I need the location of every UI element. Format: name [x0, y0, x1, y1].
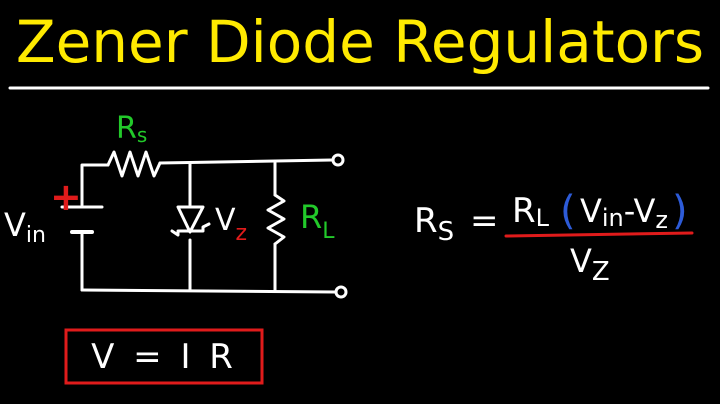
formula-numerator-diff: Vin-Vz: [580, 192, 668, 234]
vin-label: Vin: [4, 206, 46, 248]
formula-numerator-r: RL: [512, 191, 550, 232]
formula-open-paren: (: [560, 188, 576, 234]
resistor-rs: [106, 150, 162, 178]
wire-left-top: [80, 163, 110, 207]
resistor-rl: [266, 193, 286, 246]
terminal-top: [331, 153, 345, 167]
terminal-bottom: [334, 285, 348, 299]
circuit-wires: [80, 150, 337, 294]
ohms-law-text: V = I R: [91, 337, 237, 377]
wire-top: [158, 158, 334, 165]
zener-diode: [170, 205, 211, 237]
battery-symbol: [60, 205, 104, 234]
formula-denominator: VZ: [570, 242, 610, 287]
vz-label: Vz: [215, 203, 247, 246]
wire-bottom: [80, 288, 337, 294]
fraction-bar: [504, 231, 694, 238]
formula-close-paren: ): [672, 188, 688, 234]
ohms-law-box: [64, 328, 264, 385]
formula-equals: =: [470, 201, 499, 241]
rs-label: Rs: [116, 111, 147, 147]
page-title: Zener Diode Regulators: [15, 8, 705, 76]
plus-sign: +: [50, 175, 82, 219]
formula-lhs: RS: [414, 201, 454, 247]
rl-label: RL: [300, 198, 335, 244]
